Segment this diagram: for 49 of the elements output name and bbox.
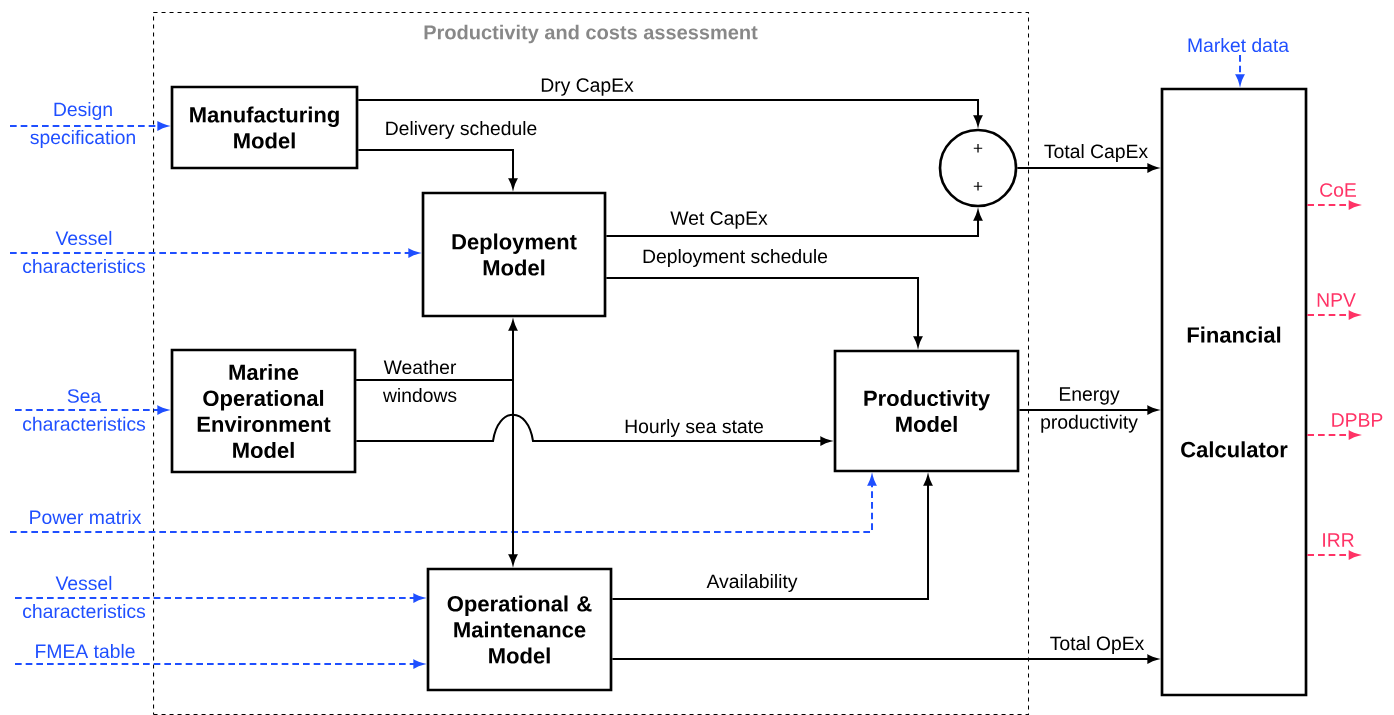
arrow (605, 277, 923, 347)
dashed-arrow (1306, 310, 1359, 320)
model-box: Deployment Model (421, 191, 607, 318)
arrow (605, 210, 983, 237)
edge-label: Power matrix (30, 509, 142, 525)
calculator-box: Financial Calculator (1160, 87, 1308, 697)
model-box: Productivity Model (833, 349, 1020, 473)
edge-label: Total CapEx (1044, 144, 1148, 162)
edge-label: NPV (1317, 293, 1356, 307)
model-box: Operational & Maintenance Model (426, 567, 613, 692)
dashed-arrow (1306, 550, 1359, 560)
arrow (355, 379, 518, 565)
dashed-arrow (1235, 54, 1245, 85)
arrow (611, 654, 1158, 664)
arrow (355, 413, 831, 446)
edge-label: Vessel characteristics (23, 230, 146, 274)
edge-label: Delivery schedule (386, 121, 537, 139)
edge-label: Weather windows (382, 359, 457, 403)
dashed-arrow (1306, 430, 1359, 440)
dashed-arrow (9, 475, 877, 533)
edge-label: Vessel characteristics (23, 575, 146, 619)
edge-label: IRR (1323, 533, 1354, 547)
dashed-arrow (9, 121, 168, 131)
edge-label: Sea characteristics (23, 389, 146, 431)
summing-junction: + + (938, 128, 1018, 208)
edge-label: Hourly sea state (625, 419, 763, 437)
edge-label: Design specification (30, 102, 135, 148)
dashed-arrow (14, 659, 424, 669)
arrow (357, 149, 518, 189)
arrow (1018, 405, 1158, 415)
edge-label: Wet CapEx (670, 211, 768, 229)
edge-label: DPBP (1332, 413, 1383, 427)
edge-label: Dry CapEx (541, 78, 634, 96)
dashed-arrow (14, 405, 168, 415)
edge-label: Deployment schedule (643, 249, 828, 267)
edge-label: CoE (1320, 183, 1356, 197)
edge-label: FMEA table (36, 643, 135, 659)
arrow (1016, 163, 1158, 173)
edge-label: Energy productivity (1041, 387, 1138, 433)
edge-label: Total OpEx (1050, 636, 1145, 654)
edge-label: Market data (1188, 37, 1290, 53)
edge-label: Availability (706, 574, 798, 592)
model-box: Marine Operational Environment Model (170, 348, 357, 474)
dashed-arrow (14, 593, 424, 603)
dashed-arrow (9, 248, 419, 258)
model-box: Manufacturing Model (170, 85, 359, 170)
arrow (611, 475, 933, 600)
arrow (357, 99, 983, 126)
dashed-arrow (1306, 200, 1359, 210)
